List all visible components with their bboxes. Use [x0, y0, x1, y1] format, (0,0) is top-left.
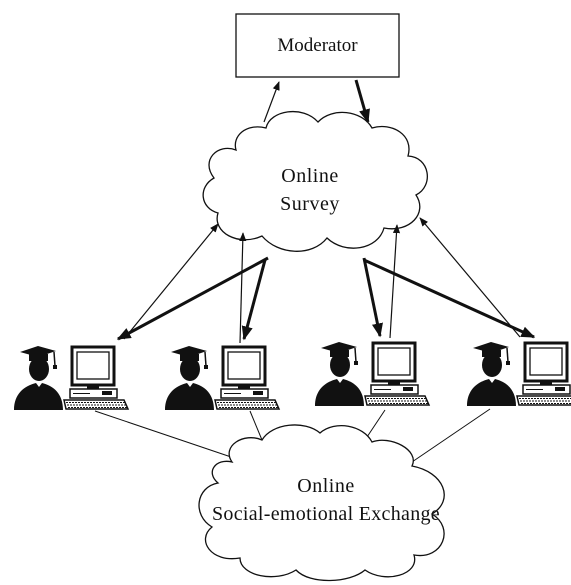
exchange-links	[94, 408, 491, 463]
student-to-survey-arrows	[123, 217, 521, 344]
exchange-label-line2: Social-emotional Exchange	[212, 503, 440, 525]
graduate-computer-icon-2	[163, 344, 281, 412]
graduate-computer-icon-1	[12, 344, 130, 412]
exchange-cloud	[198, 424, 445, 582]
survey-to-moderator-arrow	[263, 81, 280, 123]
graduate-computer-icon-3	[313, 340, 431, 408]
moderator-box	[235, 13, 400, 78]
moderator-to-survey-arrow	[354, 79, 370, 124]
survey-label-line1: Online	[281, 165, 339, 187]
survey-cloud	[202, 110, 428, 252]
moderator-arrows	[263, 79, 370, 124]
survey-to-student-arrows	[116, 256, 536, 341]
graduate-computer-icon-4	[465, 340, 571, 408]
moderator-label: Moderator	[277, 35, 358, 56]
exchange-label-line1: Online	[297, 475, 355, 497]
survey-label-line2: Survey	[280, 193, 340, 215]
